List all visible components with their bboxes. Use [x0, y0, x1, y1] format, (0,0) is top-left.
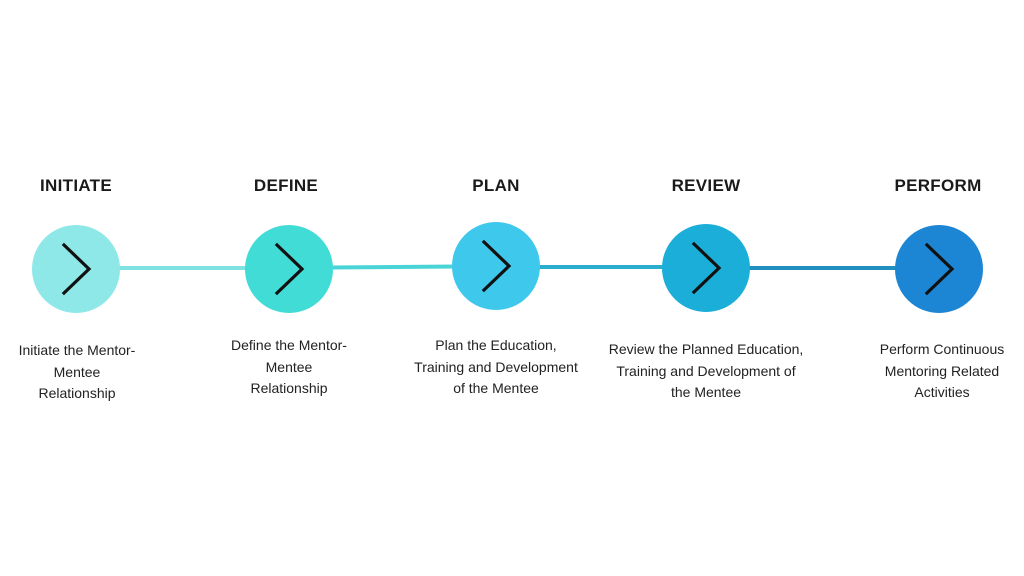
- step-description-define: Define the Mentor- Mentee Relationship: [210, 335, 368, 400]
- description-line: Relationship: [250, 380, 328, 396]
- step-node-perform: [895, 225, 983, 313]
- step-node-initiate: [32, 225, 120, 313]
- description-line: of the Mentee: [453, 380, 539, 396]
- step-title-plan: PLAN: [472, 176, 520, 195]
- description-line: Perform Continuous: [879, 341, 1005, 357]
- step-node-define: [245, 225, 333, 313]
- step-node-plan: [452, 222, 540, 310]
- step-description-initiate: Initiate the Mentor- Mentee Relationship: [0, 340, 154, 405]
- chevron-right-icon: [481, 239, 512, 293]
- step-description-plan: Plan the Education, Training and Develop…: [400, 335, 592, 400]
- connector-review-perform: [745, 266, 900, 270]
- chevron-right-icon: [274, 242, 305, 296]
- step-title-review: REVIEW: [671, 176, 741, 195]
- description-line: Training and Development: [414, 358, 578, 375]
- description-line: Activities: [914, 384, 970, 400]
- description-line: Training and Development of: [616, 362, 796, 379]
- connector-initiate-define: [114, 266, 250, 270]
- connector-define-plan: [327, 264, 459, 270]
- description-line: the Mentee: [670, 384, 742, 400]
- description-line: Plan the Education,: [435, 337, 557, 353]
- description-line: Mentee: [265, 358, 313, 375]
- description-line: Mentoring Related: [884, 362, 1000, 379]
- step-title-perform: PERFORM: [894, 176, 982, 195]
- description-line: Relationship: [38, 385, 116, 401]
- description-line: Mentee: [53, 363, 101, 380]
- description-line: Initiate the Mentor-: [18, 342, 136, 358]
- step-description-review: Review the Planned Education, Training a…: [596, 339, 816, 404]
- chevron-right-icon: [61, 242, 92, 296]
- step-title-initiate: INITIATE: [40, 176, 112, 195]
- description-line: Define the Mentor-: [231, 337, 347, 353]
- chevron-right-icon: [691, 241, 722, 295]
- step-node-review: [662, 224, 750, 312]
- step-title-define: DEFINE: [253, 176, 319, 195]
- description-line: Review the Planned Education,: [608, 341, 804, 357]
- connector-plan-review: [536, 265, 668, 269]
- step-description-perform: Perform Continuous Mentoring Related Act…: [866, 339, 1018, 404]
- chevron-right-icon: [924, 242, 955, 296]
